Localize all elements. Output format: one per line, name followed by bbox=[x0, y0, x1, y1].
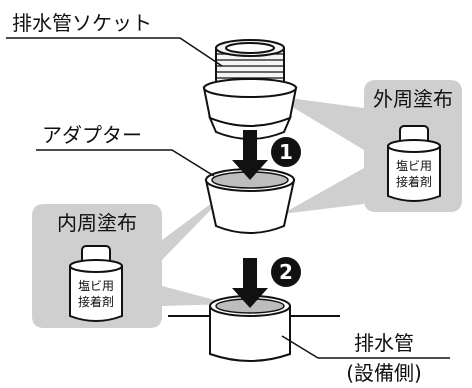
can-label-line2: 接着剤 bbox=[78, 294, 114, 309]
step-1-badge: 1 bbox=[271, 137, 301, 167]
can-label-line1: 塩ビ用 bbox=[78, 278, 114, 293]
adhesive-can-icon bbox=[387, 125, 441, 202]
can-label-line1: 塩ビ用 bbox=[396, 158, 432, 173]
step-1-number: 1 bbox=[279, 140, 293, 164]
drain-socket-part bbox=[202, 39, 298, 140]
inner-coat-panel bbox=[32, 188, 232, 328]
drain-socket-label: 排水管ソケット bbox=[12, 11, 152, 35]
adapter-label: アダプター bbox=[42, 123, 142, 147]
adhesive-can-icon bbox=[69, 245, 123, 322]
drain-pipe-label: 排水管 bbox=[354, 331, 414, 355]
inner-coat-label: 内周塗布 bbox=[57, 211, 137, 235]
equipment-side-note: (設備側) bbox=[346, 361, 422, 385]
arrow-down-icon bbox=[232, 258, 268, 308]
arrow-down-icon bbox=[232, 130, 268, 180]
step-2-badge: 2 bbox=[271, 257, 301, 287]
step-2-number: 2 bbox=[279, 260, 293, 284]
outer-coat-label: 外周塗布 bbox=[373, 87, 453, 111]
leader-lines bbox=[6, 37, 450, 359]
can-label-line2: 接着剤 bbox=[396, 174, 432, 189]
